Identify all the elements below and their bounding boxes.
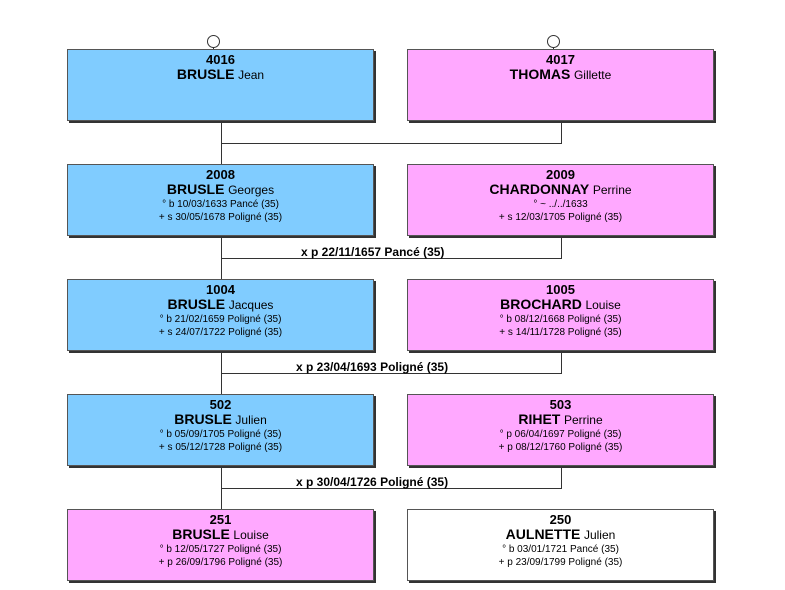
- marriage-label-502-503: x p 30/04/1726 Poligné (35): [296, 475, 449, 489]
- connector: [221, 236, 222, 279]
- person-name: BRUSLE Georges: [68, 182, 373, 198]
- death-event: + s 30/05/1678 Poligné (35): [158, 212, 283, 223]
- sosa-number: 251: [209, 512, 232, 527]
- death-event: + s 05/12/1728 Poligné (35): [158, 442, 283, 453]
- person-name: BRUSLE Jean: [68, 67, 373, 83]
- birth-event: ° p 06/04/1697 Poligné (35): [499, 429, 622, 440]
- surname: BROCHARD: [500, 296, 582, 312]
- birth-event: ° b 03/01/1721 Pancé (35): [502, 544, 619, 555]
- surname: BRUSLE: [172, 526, 230, 542]
- surname: RIHET: [518, 411, 561, 427]
- connector: [561, 466, 562, 489]
- person-name: AULNETTE Julien: [408, 527, 713, 543]
- given-name: Julien: [235, 413, 267, 427]
- person-card-2009[interactable]: 2009 CHARDONNAY Perrine ° ~ ../../1633 +…: [407, 164, 714, 236]
- birth-event: ° ~ ../../1633: [533, 199, 588, 210]
- person-name: BROCHARD Louise: [408, 297, 713, 313]
- sosa-number: 503: [549, 397, 572, 412]
- person-name: BRUSLE Jacques: [68, 297, 373, 313]
- sosa-number: 2009: [546, 167, 575, 182]
- sosa-number: 4016: [206, 52, 235, 67]
- connector: [561, 236, 562, 259]
- surname: BRUSLE: [167, 296, 226, 312]
- person-card-1004[interactable]: 1004 BRUSLE Jacques ° b 21/02/1659 Polig…: [67, 279, 374, 351]
- sosa-number: 1004: [206, 282, 235, 297]
- birth-event: ° b 21/02/1659 Poligné (35): [159, 314, 282, 325]
- connector: [221, 143, 562, 144]
- person-name: RIHET Perrine: [408, 412, 713, 428]
- given-name: Julien: [583, 528, 616, 542]
- person-card-503[interactable]: 503 RIHET Perrine ° p 06/04/1697 Poligné…: [407, 394, 714, 466]
- surname: BRUSLE: [174, 411, 232, 427]
- sosa-number: 4017: [546, 52, 575, 67]
- connector: [561, 351, 562, 374]
- given-name: Jean: [238, 68, 265, 82]
- given-name: Jacques: [228, 298, 274, 312]
- person-card-1005[interactable]: 1005 BROCHARD Louise ° b 08/12/1668 Poli…: [407, 279, 714, 351]
- birth-event: ° b 10/03/1633 Pancé (35): [162, 199, 279, 210]
- person-card-4017[interactable]: 4017 THOMAS Gillette: [407, 49, 714, 121]
- death-event: + p 08/12/1760 Poligné (35): [498, 442, 623, 453]
- given-name: Louise: [233, 528, 269, 542]
- given-name: Perrine: [592, 183, 632, 197]
- marriage-label-1004-1005: x p 23/04/1693 Poligné (35): [296, 360, 449, 374]
- sosa-number: 1005: [546, 282, 575, 297]
- connector: [221, 258, 562, 259]
- death-event: + s 14/11/1728 Poligné (35): [499, 327, 622, 338]
- connector: [561, 121, 562, 144]
- person-name: THOMAS Gillette: [408, 67, 713, 83]
- connector: [221, 488, 562, 489]
- birth-event: ° b 08/12/1668 Poligné (35): [499, 314, 622, 325]
- birth-event: ° b 05/09/1705 Poligné (35): [159, 429, 282, 440]
- connector: [221, 121, 222, 164]
- given-name: Perrine: [563, 413, 603, 427]
- person-name: CHARDONNAY Perrine: [408, 182, 713, 198]
- given-name: Gillette: [573, 68, 612, 82]
- death-event: + p 23/09/1799 Poligné (35): [498, 557, 623, 568]
- death-event: + p 26/09/1796 Poligné (35): [158, 557, 283, 568]
- surname: CHARDONNAY: [489, 181, 590, 197]
- death-event: + s 12/03/1705 Poligné (35): [498, 212, 623, 223]
- sosa-number: 250: [549, 512, 572, 527]
- person-card-2008[interactable]: 2008 BRUSLE Georges ° b 10/03/1633 Pancé…: [67, 164, 374, 236]
- connector: [221, 351, 222, 394]
- surname: AULNETTE: [505, 526, 581, 542]
- person-name: BRUSLE Louise: [68, 527, 373, 543]
- marriage-label-2008-2009: x p 22/11/1657 Pancé (35): [301, 245, 445, 259]
- sosa-number: 502: [209, 397, 232, 412]
- person-card-251[interactable]: 251 BRUSLE Louise ° b 12/05/1727 Poligné…: [67, 509, 374, 581]
- connector: [553, 47, 554, 49]
- surname: BRUSLE: [176, 66, 235, 82]
- birth-event: ° b 12/05/1727 Poligné (35): [159, 544, 282, 555]
- person-card-502[interactable]: 502 BRUSLE Julien ° b 05/09/1705 Poligné…: [67, 394, 374, 466]
- person-name: BRUSLE Julien: [68, 412, 373, 428]
- given-name: Georges: [228, 183, 275, 197]
- death-event: + s 24/07/1722 Poligné (35): [158, 327, 283, 338]
- connector: [221, 373, 562, 374]
- person-card-250[interactable]: 250 AULNETTE Julien ° b 03/01/1721 Pancé…: [407, 509, 714, 581]
- surname: BRUSLE: [166, 181, 225, 197]
- person-card-4016[interactable]: 4016 BRUSLE Jean: [67, 49, 374, 121]
- given-name: Louise: [585, 298, 621, 312]
- sosa-number: 2008: [206, 167, 235, 182]
- surname: THOMAS: [509, 66, 571, 82]
- connector: [213, 47, 214, 49]
- connector: [221, 466, 222, 509]
